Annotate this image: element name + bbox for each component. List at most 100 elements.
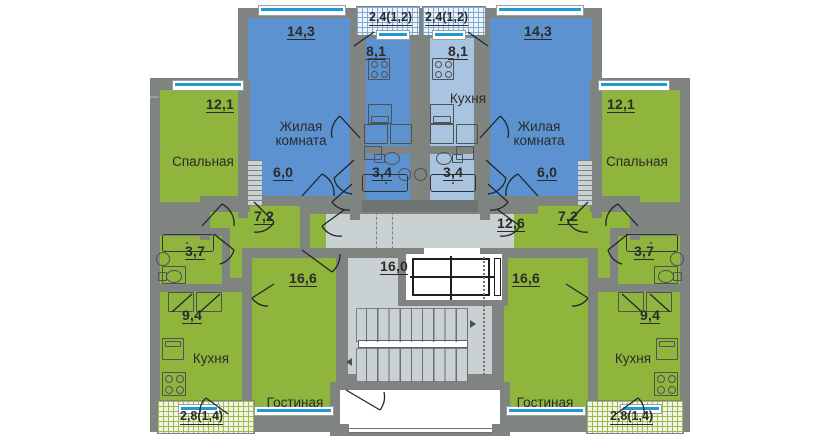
toilet-tank-top-right <box>452 154 463 163</box>
area-living-top-right: 14,3 <box>524 23 553 40</box>
area-hall-top-right: 7,2 <box>558 208 579 225</box>
stair-arrow-up <box>470 320 476 328</box>
radiator-top-right <box>578 160 592 206</box>
wall-center-bath-split <box>356 146 484 154</box>
corridor-seam-left <box>376 212 377 254</box>
door-swing-entrance <box>345 389 386 411</box>
window-kitchen-bottom-left <box>178 404 220 414</box>
room-kitchen-bottom-right <box>598 318 680 412</box>
bathtub-top-right <box>430 174 476 192</box>
sink-bottom-right <box>656 338 678 360</box>
stove-burner-tr-1 <box>435 61 442 68</box>
wall-hall-left-cap <box>300 204 310 250</box>
area-stair-hall: 16,0 <box>380 258 409 275</box>
door-swing-tr-living <box>505 173 539 197</box>
wall-tr-outer-right <box>680 78 690 212</box>
door-swing-tr-bath <box>485 159 507 195</box>
area-kitchen-bottom-right: 9,4 <box>640 307 661 324</box>
door-swing-stair-left <box>301 249 341 273</box>
stove-bottom-left <box>162 372 186 396</box>
stove-bottom-right <box>654 372 678 396</box>
window-bedroom-top-left <box>172 80 244 91</box>
stove-burner-tl-2 <box>381 61 388 68</box>
room-label-kitchen-bottom-right: Кухня <box>614 351 652 366</box>
door-swing-tl-living <box>301 173 335 197</box>
area-hall-common: 12,6 <box>497 215 526 232</box>
door-swing-tl-bedroom <box>201 203 235 227</box>
stove-top-left <box>368 58 390 80</box>
toilet-tank-top-left <box>374 154 385 163</box>
door-swing-tr-bedroom <box>605 203 639 227</box>
closet-top-right <box>456 146 474 160</box>
wardrobe-bottom-right-a <box>646 292 672 312</box>
door-swing-bl-balcony <box>199 397 229 415</box>
door-swing-balcony-top-left <box>353 31 375 47</box>
door-swing-br-closet-b <box>621 293 643 313</box>
stair-arrow-down <box>346 358 352 366</box>
door-swing-tr-kitchen <box>479 115 510 139</box>
area-lounge-bottom-left: 16,6 <box>289 270 318 287</box>
room-label-living-top-right: Жилая комната <box>484 120 594 147</box>
wardrobe-top-right-a <box>430 124 454 144</box>
bathtub-bottom-right <box>626 234 678 252</box>
area-bath-bottom-left: 3,7 <box>185 243 206 260</box>
tub-drain-bottom-left <box>186 242 188 244</box>
sink-top-left <box>368 104 392 124</box>
sink-basin-top-left <box>371 116 389 123</box>
room-bedroom-top-left <box>158 88 248 206</box>
wall-bl-lounge-left <box>242 252 252 422</box>
room-label-lounge-bottom-left: Гостиная <box>266 395 324 410</box>
wall-center-kitchen-left <box>356 8 366 208</box>
wall-tl-living-right <box>350 8 360 220</box>
wall-br-bath-bottom <box>594 284 690 292</box>
area-bedroom-top-right: 12,1 <box>607 96 636 113</box>
stove-burner-br-4 <box>668 386 676 394</box>
toilet-bowl-top-right <box>436 152 452 165</box>
wall-tl-living-left <box>238 8 248 218</box>
sink-top-right <box>430 104 454 124</box>
window-living-top-right <box>496 5 584 16</box>
stove-burner-tr-4 <box>445 71 452 78</box>
entrance-vestibule <box>340 390 500 432</box>
stove-burner-tl-3 <box>371 71 378 78</box>
wall-bl-bath-top <box>150 228 230 236</box>
door-swing-br-closet-a <box>649 293 671 313</box>
closet-top-left <box>364 146 382 160</box>
stove-burner-bl-2 <box>176 375 184 383</box>
lift-cabin-divider-h <box>410 276 498 278</box>
door-swing-bl-closet-b <box>199 293 221 313</box>
door-swing-tl-hall <box>331 183 353 211</box>
room-kitchen-bottom-left <box>160 318 242 412</box>
room-label-kitchen-top-right: Кухня <box>449 91 487 106</box>
wardrobe-bottom-left-b <box>196 292 222 312</box>
area-balcony-bottom-right: 2,8(1,4) <box>610 409 654 425</box>
wall-tl-outer-left <box>150 78 160 212</box>
radiator-top-left <box>248 160 262 206</box>
area-living-top-left: 14,3 <box>287 23 316 40</box>
washer-top-left <box>398 168 411 181</box>
wall-bl-hall-top <box>200 196 210 240</box>
wall-bl-lounge-top <box>242 248 346 258</box>
room-label-living-top-right-line1: Жилая <box>517 119 561 134</box>
wardrobe-bottom-left-a <box>168 292 194 312</box>
wall-bl-bath-bottom <box>150 284 246 292</box>
closet-bottom-left-a <box>162 266 186 284</box>
room-lounge-bottom-left <box>252 258 338 416</box>
room-label-lounge-bottom-right: Гостиная <box>516 395 574 410</box>
balcony-bottom-left <box>157 400 255 434</box>
door-swing-br-lounge-in <box>497 209 521 237</box>
area-balcony-top-left: 2,4(1,2) <box>369 10 413 26</box>
wall-br-bath-top <box>610 228 690 236</box>
sink-bottom-left <box>162 338 184 360</box>
area-lounge-bottom-right: 16,6 <box>512 270 541 287</box>
door-swing-tr-hall <box>487 183 509 211</box>
tub-drain-top-left <box>385 182 387 184</box>
lift-door-slot <box>494 258 501 296</box>
wall-br-lounge-right <box>588 252 598 422</box>
room-label-living-top-left: Жилая комната <box>246 120 356 147</box>
area-kitchen-top-left: 8,1 <box>366 43 387 60</box>
wall-tr-living-left <box>480 8 490 220</box>
wall-bl-kitchen-left-sep <box>150 318 160 412</box>
wardrobe-top-left-a <box>364 124 388 144</box>
wall-hall-inner-cap <box>362 200 478 212</box>
